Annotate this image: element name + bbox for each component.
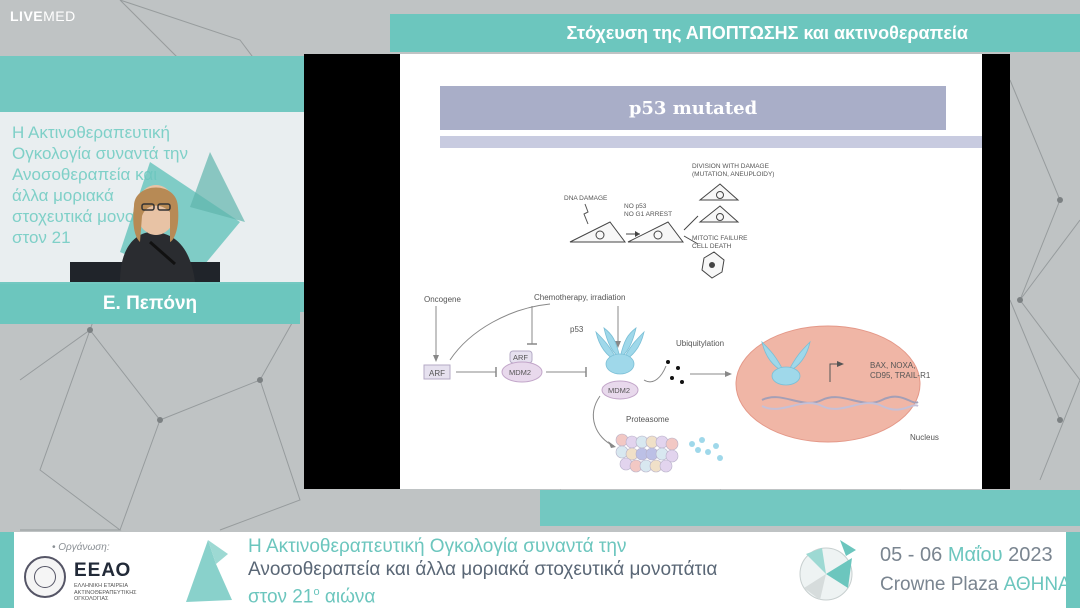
conference-title-line-3: στον 21ο αιώνα bbox=[248, 586, 376, 608]
chemotherapy-label: Chemotherapy, irradiation bbox=[534, 293, 625, 302]
decorative-triangle-icon bbox=[186, 540, 232, 602]
speaker-name: Ε. Πεπόνη bbox=[102, 293, 198, 314]
conference-footer: • Οργάνωση: ΕΕΑΟ ΕΛΛΗΝΙΚΗ ΕΤΑΙΡΕΙΑ ΑΚΤΙΝ… bbox=[0, 532, 1080, 608]
mdm2-bound-label: MDM2 bbox=[608, 386, 630, 395]
logo-bold: LIVE bbox=[10, 8, 44, 24]
p53-signalling-pathway: Oncogene Chemotherapy, irradiation ARF A… bbox=[423, 293, 939, 473]
date-month: Μαΐου bbox=[947, 544, 1003, 566]
lower-teal-strip bbox=[540, 490, 1080, 526]
footer-accent-right bbox=[1066, 532, 1080, 608]
talk-title: Στόχευση της ΑΠΟΠΤΩΣΗΣ και ακτινοθεραπεί… bbox=[566, 22, 968, 43]
no-p53-label: NO p53 bbox=[624, 203, 647, 210]
organizer-full-name: ΕΛΛΗΝΙΚΗ ΕΤΑΙΡΕΙΑ ΑΚΤΙΝΟΘΕΡΑΠΕΥΤΙΚΗΣ ΟΓΚ… bbox=[74, 583, 137, 602]
venue-name: Crowne Plaza bbox=[880, 574, 999, 595]
conference-date: 05 - 06 Μαΐου 2023 bbox=[880, 544, 1053, 567]
arf-box-label: ARF bbox=[429, 369, 445, 378]
date-days: 05 - 06 bbox=[880, 544, 943, 566]
no-g1-arrest-label: NO G1 ARREST bbox=[624, 211, 672, 218]
division-label-1: DIVISION WITH DAMAGE bbox=[692, 163, 770, 170]
oncogene-label: Oncogene bbox=[424, 295, 461, 304]
footer-accent-left bbox=[0, 532, 14, 608]
speaker-video-scene bbox=[70, 152, 245, 282]
logo-light: MED bbox=[43, 8, 76, 24]
conference-venue: Crowne Plaza ΑΘΗΝΑ bbox=[880, 574, 1071, 596]
nucleus-label: Nucleus bbox=[910, 433, 939, 442]
presentation-slide: p53 mutated DNA DAMAGE NO p53 NO G1 ARRE… bbox=[400, 54, 982, 489]
slide-title: p53 mutated bbox=[440, 86, 946, 130]
targets-label-2: CD95, TRAIL-R1 bbox=[870, 371, 931, 380]
targets-label-1: BAX, NOXA, bbox=[870, 361, 915, 370]
slide-title-rule bbox=[440, 136, 982, 148]
conference-title-line-2: Ανοσοθεραπεία και άλλα μοριακά στοχευτικ… bbox=[248, 559, 718, 580]
division-label-2: (MUTATION, ANEUPLOIDY) bbox=[692, 171, 774, 178]
speaker-name-plate: Ε. Πεπόνη bbox=[0, 284, 300, 324]
mdm2-complex-label: MDM2 bbox=[509, 368, 531, 377]
geometric-globe-icon bbox=[799, 540, 856, 601]
talk-title-bar: Στόχευση της ΑΠΟΠΤΩΣΗΣ και ακτινοθεραπεί… bbox=[390, 14, 1080, 52]
livemed-logo: LIVEMED bbox=[10, 8, 76, 24]
organizer-logo: ΕΕΑΟ bbox=[74, 560, 132, 581]
cell-death-label: CELL DEATH bbox=[692, 243, 732, 250]
dna-damage-label: DNA DAMAGE bbox=[564, 195, 608, 202]
p53-label: p53 bbox=[570, 325, 584, 334]
date-year: 2023 bbox=[1008, 544, 1053, 566]
venue-city: ΑΘΗΝΑ bbox=[1003, 574, 1071, 595]
mitotic-failure-label: MITOTIC FAILURE bbox=[692, 235, 748, 242]
arf-complex-label: ARF bbox=[513, 353, 528, 362]
ubiquitylation-label: Ubiquitylation bbox=[676, 339, 724, 348]
p53-pathway-diagram: DNA DAMAGE NO p53 NO G1 ARREST DIVISION … bbox=[423, 163, 939, 473]
speaker-video: Η Ακτινοθεραπευτική Ογκολογία συναντά τη… bbox=[0, 112, 304, 282]
conference-title: Η Ακτινοθεραπευτική Ογκολογία συναντά τη… bbox=[248, 535, 788, 608]
organizer-label: • Οργάνωση: bbox=[52, 542, 110, 553]
society-seal-icon bbox=[24, 556, 66, 598]
cell-fate-diagram: DNA DAMAGE NO p53 NO G1 ARREST DIVISION … bbox=[564, 163, 774, 279]
slide-title-text: p53 mutated bbox=[628, 97, 758, 119]
proteasome-label: Proteasome bbox=[626, 415, 670, 424]
conference-title-line-1: Η Ακτινοθεραπευτική Ογκολογία συναντά τη… bbox=[248, 536, 627, 557]
